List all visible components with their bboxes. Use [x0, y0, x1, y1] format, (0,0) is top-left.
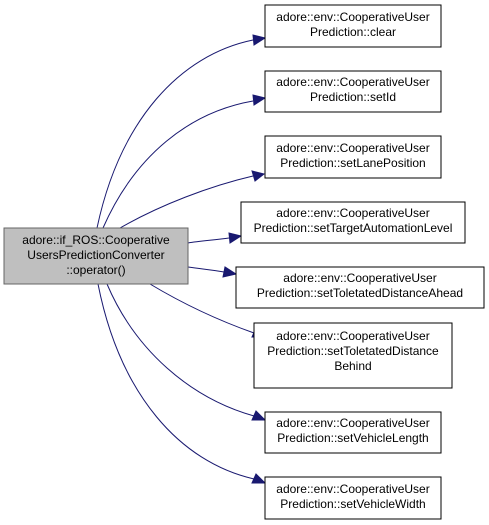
target-node-settoletateddistanceahead-line-1: adore::env::CooperativeUser	[283, 271, 436, 285]
edge-arrow-setlaneposition	[251, 170, 266, 182]
target-node-settoletateddistancebehind-line-3: Behind	[334, 359, 371, 373]
target-node-settargetautomationlevel[interactable]: adore::env::CooperativeUser Prediction::…	[240, 201, 466, 244]
target-node-setlaneposition-line-1: adore::env::CooperativeUser	[276, 141, 429, 155]
target-node-settoletateddistancebehind[interactable]: adore::env::CooperativeUser Prediction::…	[253, 322, 453, 389]
edges	[96, 34, 267, 484]
target-node-setvehiclewidth[interactable]: adore::env::CooperativeUser Prediction::…	[264, 476, 442, 520]
edge-to-setvehiclelength	[106, 283, 255, 417]
edge-to-settoletateddistanceahead	[187, 266, 225, 273]
source-node-line-1: adore::if_ROS::Cooperative	[22, 233, 170, 247]
target-node-settoletateddistanceahead-line-2: Prediction::setToletatedDistanceAhead	[257, 286, 463, 300]
target-node-settargetautomationlevel-line-1: adore::env::CooperativeUser	[276, 206, 429, 220]
edge-to-settoletateddistancebehind	[149, 283, 255, 334]
edge-to-setlaneposition	[119, 175, 254, 229]
target-node-setid-line-2: Prediction::setId	[310, 90, 396, 104]
target-node-clear-line-1: adore::env::CooperativeUser	[276, 10, 429, 24]
edge-arrow-settargetautomationlevel	[228, 232, 243, 244]
edge-arrow-settoletateddistanceahead	[222, 266, 238, 278]
source-node-line-2: UsersPredictionConverter	[27, 248, 164, 262]
target-node-setvehiclewidth-line-2: Prediction::setVehicleWidth	[280, 497, 425, 511]
edge-to-setid	[102, 100, 254, 229]
target-node-settoletateddistancebehind-line-1: adore::env::CooperativeUser	[276, 329, 429, 343]
target-node-settoletateddistanceahead[interactable]: adore::env::CooperativeUser Prediction::…	[235, 266, 485, 309]
target-node-setid[interactable]: adore::env::CooperativeUser Prediction::…	[264, 70, 442, 113]
edge-to-setvehiclewidth	[97, 283, 255, 480]
target-node-setvehiclewidth-line-1: adore::env::CooperativeUser	[276, 482, 429, 496]
edge-arrow-setid	[252, 94, 267, 106]
target-node-setvehiclelength-line-1: adore::env::CooperativeUser	[276, 416, 429, 430]
edge-to-clear	[96, 39, 254, 229]
source-node-line-3: ::operator()	[66, 263, 125, 277]
edge-arrow-setvehiclewidth	[251, 473, 267, 484]
target-node-clear-line-2: Prediction::clear	[310, 25, 396, 39]
target-node-setid-line-1: adore::env::CooperativeUser	[276, 75, 429, 89]
target-node-clear[interactable]: adore::env::CooperativeUser Prediction::…	[264, 4, 442, 48]
edge-to-settargetautomationlevel	[187, 237, 230, 244]
target-node-setlaneposition-line-2: Prediction::setLanePosition	[280, 156, 425, 170]
target-node-settargetautomationlevel-line-2: Prediction::setTargetAutomationLevel	[254, 221, 453, 235]
edge-arrow-clear	[252, 34, 267, 46]
edge-arrow-setvehiclelength	[251, 410, 267, 421]
target-node-settoletateddistancebehind-line-2: Prediction::setToletatedDistance	[267, 344, 439, 358]
target-node-setlaneposition[interactable]: adore::env::CooperativeUser Prediction::…	[264, 135, 442, 179]
target-node-setvehiclelength[interactable]: adore::env::CooperativeUser Prediction::…	[264, 411, 442, 454]
target-node-setvehiclelength-line-2: Prediction::setVehicleLength	[277, 431, 428, 445]
source-node[interactable]: adore::if_ROS::Cooperative UsersPredicti…	[3, 227, 189, 285]
